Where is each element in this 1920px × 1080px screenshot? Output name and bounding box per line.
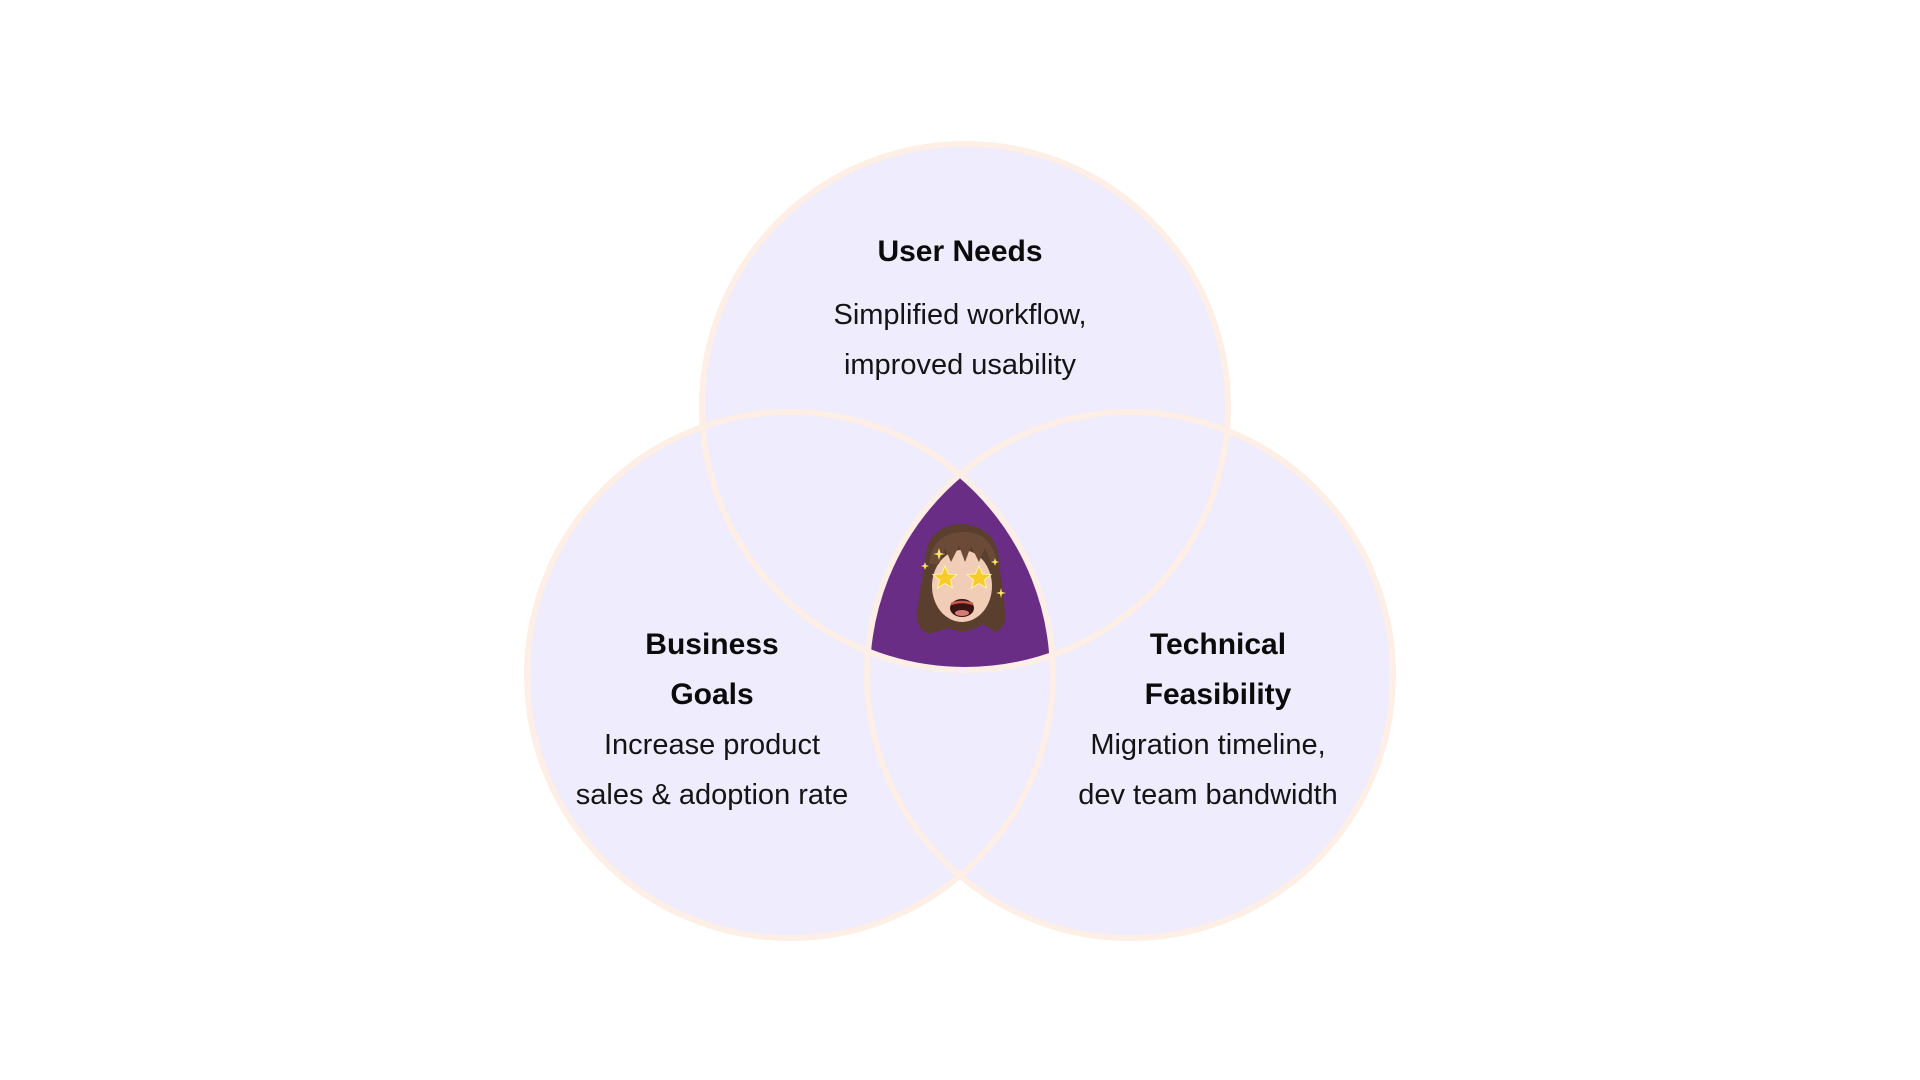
technical-feasibility-title-2: Feasibility — [1144, 678, 1292, 711]
user-needs-description: Simplified workflow, improved usability — [833, 290, 1086, 390]
user-needs-label: User Needs — [877, 227, 1042, 277]
business-goals-title-1: Business — [645, 628, 779, 661]
business-goals-line-1: Increase product — [603, 729, 820, 761]
circle-outlines — [524, 141, 1396, 941]
business-goals-title-2: Goals — [670, 678, 754, 711]
technical-feasibility-line-1: Migration timeline, — [1090, 729, 1326, 761]
business-goals-label: Business Goals Increase product sales & … — [576, 620, 848, 820]
business-goals-line-2: sales & adoption rate — [575, 779, 849, 811]
technical-feasibility-title-1: Technical — [1149, 628, 1287, 661]
user-needs-line-1: Simplified workflow, — [833, 299, 1087, 331]
memoji-avatar-icon — [916, 524, 1006, 634]
technical-feasibility-label: Technical Feasibility Migration timeline… — [1078, 620, 1338, 820]
technical-feasibility-line-2: dev team bandwidth — [1078, 779, 1338, 811]
user-needs-title: User Needs — [877, 235, 1043, 268]
user-needs-line-2: improved usability — [843, 349, 1077, 381]
